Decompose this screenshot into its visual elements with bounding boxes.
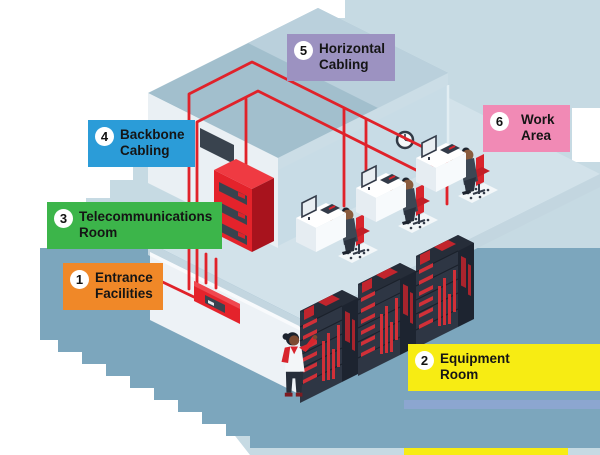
number-badge: 6 bbox=[490, 112, 509, 131]
monitor bbox=[421, 134, 437, 159]
desk bbox=[416, 158, 436, 192]
number-badge: 3 bbox=[54, 209, 73, 228]
desk bbox=[296, 218, 316, 252]
server-rack bbox=[357, 263, 416, 376]
monitor bbox=[301, 194, 317, 219]
monitor bbox=[361, 164, 377, 189]
cabinet-slot bbox=[219, 182, 247, 205]
wall-vent-panel bbox=[200, 128, 234, 164]
cabinet-slot bbox=[219, 222, 247, 245]
technician-figure bbox=[281, 332, 318, 397]
server-rack bbox=[415, 235, 474, 348]
number-badge: 4 bbox=[95, 127, 114, 146]
number-badge: 1 bbox=[70, 270, 89, 289]
floor-band-artifact bbox=[404, 400, 600, 409]
roof-fascia bbox=[278, 73, 448, 170]
desk bbox=[356, 188, 376, 222]
server-racks bbox=[299, 235, 474, 403]
number-badge: 5 bbox=[294, 41, 313, 60]
telecom-cabinet bbox=[214, 159, 274, 252]
entrance-device bbox=[194, 281, 240, 324]
workstation bbox=[416, 134, 498, 203]
server-rack bbox=[299, 290, 358, 403]
cabinet-slot bbox=[219, 202, 247, 225]
workstation bbox=[296, 194, 378, 263]
number-badge: 2 bbox=[415, 351, 434, 370]
backdrop-white-notch bbox=[572, 108, 600, 162]
workstation bbox=[356, 164, 438, 233]
workstations bbox=[296, 134, 498, 263]
bottom-accent-bar bbox=[404, 448, 568, 455]
